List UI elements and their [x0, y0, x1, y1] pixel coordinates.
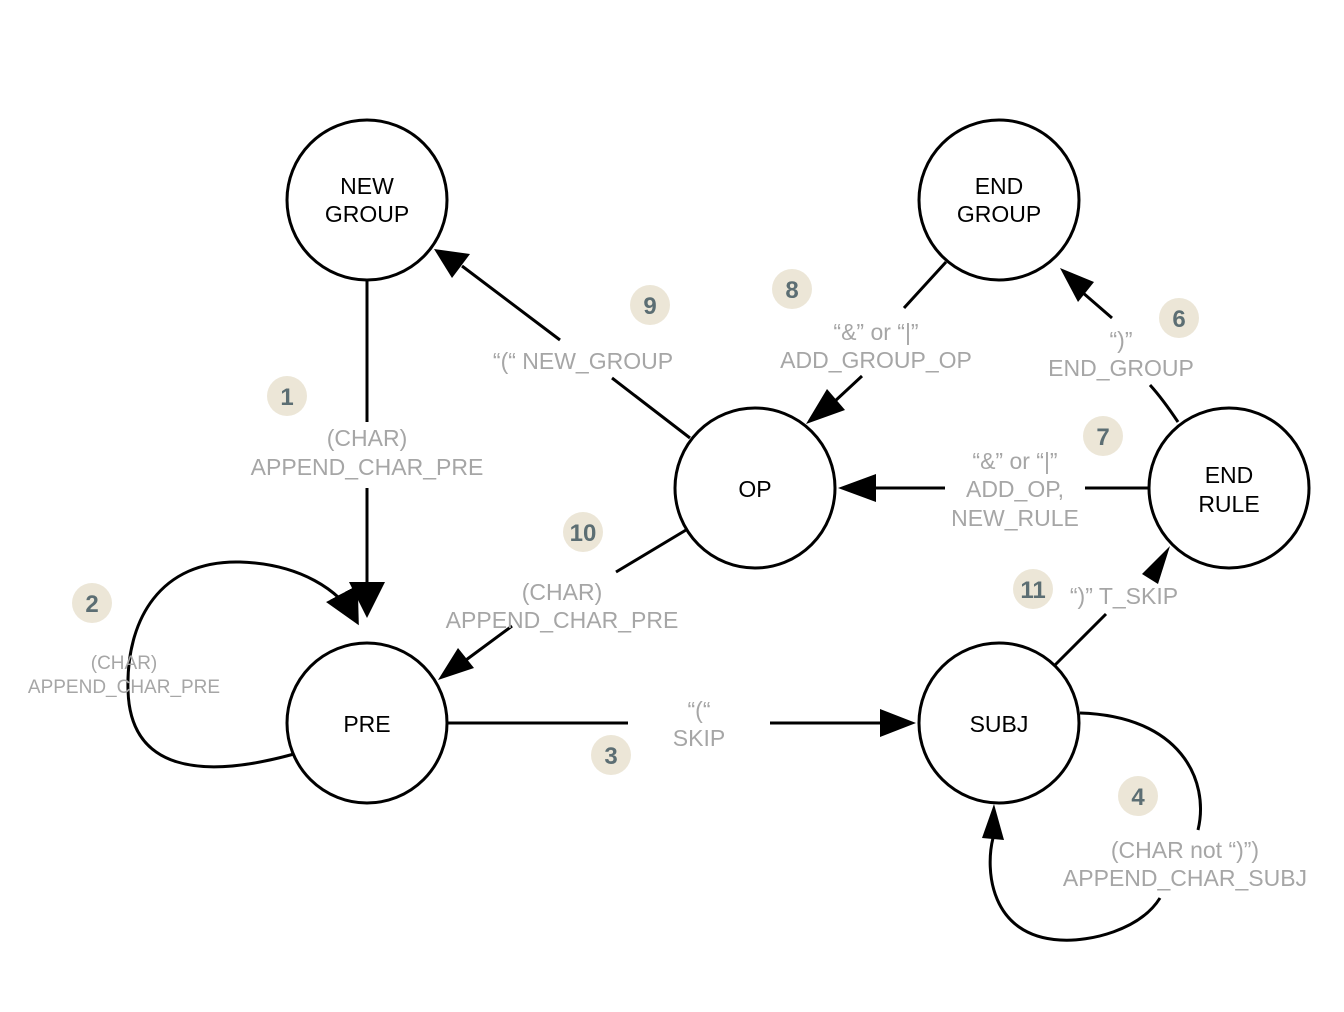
transition-10: 10 (CHAR) APPEND_CHAR_PRE	[446, 512, 679, 633]
transition-3-badge	[591, 735, 631, 775]
arrowhead-end-group-to-op	[806, 389, 845, 424]
node-end-rule-line1: END	[1205, 462, 1254, 488]
node-end-group-line1: END	[975, 173, 1024, 199]
edge-subj-self-loop	[988, 711, 1202, 942]
transition-2-badge	[72, 583, 112, 623]
transition-1: 1 (CHAR) APPEND_CHAR_PRE	[251, 376, 484, 480]
transition-4-number: 4	[1131, 784, 1145, 811]
transition-1-badge	[267, 376, 307, 416]
transition-2-action: APPEND_CHAR_PRE	[28, 677, 220, 698]
transition-7-action-2: NEW_RULE	[951, 505, 1079, 531]
transition-11: 11 “)” T_SKIP	[1013, 569, 1178, 609]
node-new-group-line1: NEW	[340, 173, 394, 199]
transition-3-condition: “(“	[688, 697, 711, 723]
transition-2: 2 (CHAR) APPEND_CHAR_PRE	[28, 583, 220, 698]
transition-1-action: APPEND_CHAR_PRE	[251, 454, 484, 480]
transition-7-badge	[1083, 416, 1123, 456]
transition-9: 9 “(“ NEW_GROUP	[493, 285, 673, 374]
transition-9-label: “(“ NEW_GROUP	[493, 348, 673, 374]
transition-8-badge	[772, 269, 812, 309]
node-end-group-line2: GROUP	[957, 201, 1041, 227]
transition-6: 6 “)” END_GROUP	[1048, 298, 1199, 381]
node-end-rule: END RULE	[1147, 406, 1311, 570]
node-subj-label: SUBJ	[970, 711, 1029, 737]
transition-6-number: 6	[1172, 306, 1185, 333]
transition-8-action: ADD_GROUP_OP	[780, 347, 972, 373]
transition-9-number: 9	[643, 293, 656, 320]
node-new-group-line2: GROUP	[325, 201, 409, 227]
transition-7-number: 7	[1096, 424, 1109, 451]
transition-6-action: END_GROUP	[1048, 355, 1194, 381]
node-op: OP	[673, 406, 837, 570]
node-new-group: NEW GROUP	[285, 118, 449, 282]
edge-op-to-new-group	[461, 264, 691, 440]
arrowhead-pre-to-subj	[880, 709, 916, 737]
transition-4-action: APPEND_CHAR_SUBJ	[1063, 865, 1307, 891]
arrowhead-subj-to-end-rule	[1142, 546, 1170, 584]
transition-11-label: “)” T_SKIP	[1070, 583, 1178, 609]
transition-1-number: 1	[280, 384, 293, 411]
arrowhead-end-rule-to-end-group	[1060, 268, 1094, 302]
edge-op-to-pre	[465, 528, 687, 662]
transition-7-condition: “&” or “|”	[972, 448, 1057, 474]
edge-end-group-to-op	[832, 260, 948, 404]
transition-11-badge	[1013, 569, 1053, 609]
transition-10-condition: (CHAR)	[522, 579, 603, 605]
node-end-rule-line2: RULE	[1198, 491, 1259, 517]
arrowhead-op-to-new-group	[434, 249, 470, 278]
transition-10-action: APPEND_CHAR_PRE	[446, 607, 679, 633]
transition-6-condition: “)”	[1110, 327, 1133, 353]
transition-4-badge	[1118, 776, 1158, 816]
node-end-group: END GROUP	[917, 118, 1081, 282]
transition-1-condition: (CHAR)	[327, 425, 408, 451]
node-pre: PRE	[285, 641, 449, 805]
transition-7-action-1: ADD_OP,	[966, 476, 1064, 502]
arrowhead-op-to-pre	[438, 648, 474, 680]
transition-2-condition: (CHAR)	[91, 653, 158, 674]
transition-8-number: 8	[785, 277, 798, 304]
transition-6-badge	[1159, 298, 1199, 338]
transition-10-number: 10	[570, 520, 597, 547]
transition-8: 8 “&” or “|” ADD_GROUP_OP	[772, 269, 972, 373]
transition-4: 4 (CHAR not “)”) APPEND_CHAR_SUBJ	[1063, 776, 1307, 891]
arrowhead-subj-self-loop	[982, 804, 1004, 840]
edge-pre-self-loop	[126, 560, 359, 769]
transition-3-number: 3	[604, 743, 617, 770]
transition-11-number: 11	[1020, 577, 1045, 604]
arrowhead-end-rule-to-op	[838, 474, 876, 502]
transition-8-condition: “&” or “|”	[833, 319, 918, 345]
transition-3-action: SKIP	[673, 725, 725, 751]
transition-4-condition: (CHAR not “)”)	[1111, 837, 1259, 863]
transition-7: 7 “&” or “|” ADD_OP, NEW_RULE	[951, 416, 1123, 531]
node-subj: SUBJ	[917, 641, 1081, 805]
transition-2-number: 2	[85, 591, 98, 618]
node-op-label: OP	[738, 476, 771, 502]
edge-subj-to-end-rule	[1053, 612, 1108, 667]
node-pre-label: PRE	[343, 711, 390, 737]
edge-end-rule-to-end-group	[1081, 290, 1180, 423]
transition-9-badge	[630, 285, 670, 325]
transition-10-badge	[563, 512, 603, 552]
transition-3: 3 “(“ SKIP	[591, 697, 725, 775]
